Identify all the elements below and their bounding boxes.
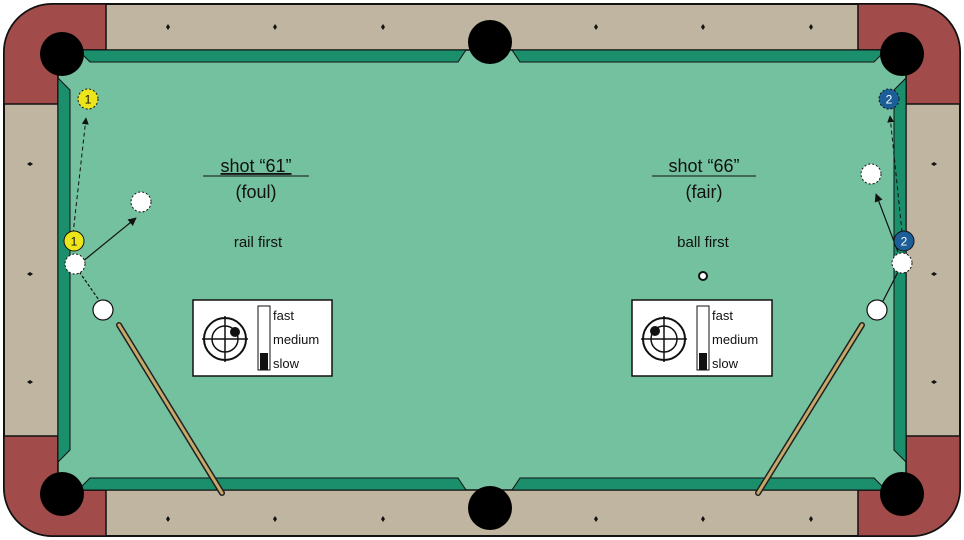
pocket-top-middle xyxy=(468,20,512,64)
cushion-bottom-left xyxy=(78,478,466,490)
left-cue-ball xyxy=(93,300,113,320)
right-speed-slow-label: slow xyxy=(712,356,739,371)
cushion-bottom-right xyxy=(512,478,886,490)
right-target-ball-number: 2 xyxy=(886,93,893,107)
right-speed-fast-label: fast xyxy=(712,308,733,323)
left-shot-title: shot “61” xyxy=(220,156,291,176)
right-cue-ball xyxy=(867,300,887,320)
right-speed-gauge-fill xyxy=(699,353,707,370)
right-shot-description: ball first xyxy=(677,234,730,251)
left-speed-medium-label: medium xyxy=(273,332,319,347)
left-cue-ball-final xyxy=(131,192,151,212)
right-ghost-ball xyxy=(892,253,912,273)
pocket-top-left xyxy=(40,32,84,76)
left-target-ball-number: 1 xyxy=(85,93,92,107)
right-cue-ball-final xyxy=(861,164,881,184)
right-shot-verdict: (fair) xyxy=(686,182,723,202)
pocket-top-right xyxy=(880,32,924,76)
left-speed-gauge-fill xyxy=(260,353,268,370)
right-shot-info-panel: fast medium slow xyxy=(632,300,772,376)
left-speed-slow-label: slow xyxy=(273,356,300,371)
left-cue-tip-contact-dot xyxy=(230,327,240,337)
pocket-bottom-left xyxy=(40,472,84,516)
right-object-ball-number: 2 xyxy=(901,235,908,249)
left-object-ball-number: 1 xyxy=(71,235,78,249)
right-spot-marker xyxy=(699,272,707,280)
cushion-top-right xyxy=(512,50,886,62)
left-speed-fast-label: fast xyxy=(273,308,294,323)
pocket-bottom-right xyxy=(880,472,924,516)
right-cue-tip-contact-dot xyxy=(650,326,660,336)
left-shot-verdict: (foul) xyxy=(235,182,276,202)
cushion-top-left xyxy=(78,50,466,62)
felt-surface xyxy=(58,50,906,490)
right-speed-medium-label: medium xyxy=(712,332,758,347)
right-shot-title: shot “66” xyxy=(668,156,739,176)
left-shot-info-panel: fast medium slow xyxy=(193,300,332,376)
left-shot-description: rail first xyxy=(234,234,283,251)
left-ghost-ball xyxy=(65,254,85,274)
pocket-bottom-middle xyxy=(468,486,512,530)
